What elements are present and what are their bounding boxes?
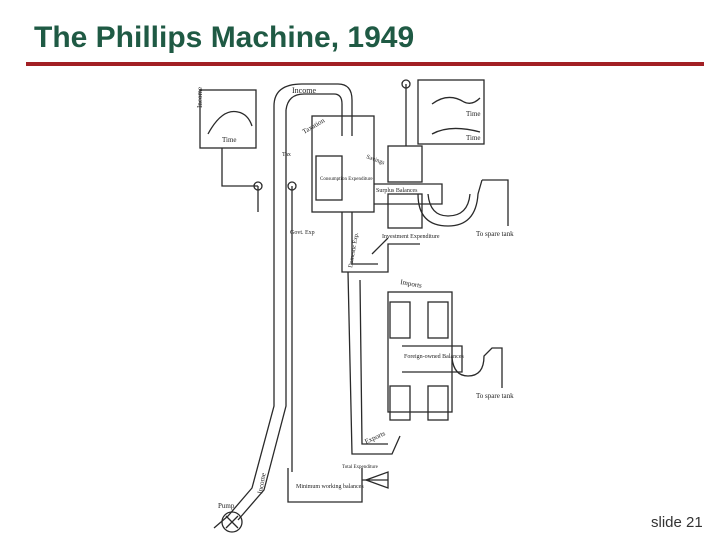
outlet-valve <box>364 471 389 489</box>
label-exports: Exports <box>363 429 386 446</box>
overflow-spout-1 <box>482 179 509 226</box>
slide-number: slide 21 <box>651 514 703 531</box>
imports-gauge-left <box>389 301 411 339</box>
tax-consumption-column <box>311 115 375 213</box>
tax-chart-curve <box>431 96 481 105</box>
label-consumption: Consumption Expenditure <box>320 177 373 182</box>
label-time-right-bottom: Time <box>466 134 481 142</box>
exports-channel-outer <box>347 271 401 455</box>
label-spare-tank-1: To spare tank <box>476 230 514 238</box>
title-rule <box>26 62 704 66</box>
phillips-machine-diagram: Income Income Time Time Time Taxation Sa… <box>196 79 514 533</box>
foreign-balances-tank <box>402 345 463 373</box>
investment-valve <box>371 237 389 255</box>
label-surplus-balances: Surplus Balances <box>376 188 418 194</box>
exports-chart-curve <box>431 127 481 135</box>
income-arch-inner <box>285 93 343 136</box>
label-total-expenditure: Total Expenditure <box>342 465 379 470</box>
income-arch-outer <box>273 83 353 136</box>
label-imports: Imports <box>400 278 423 290</box>
left-channel-inner <box>237 110 287 521</box>
label-govt-exp: Govt. Exp <box>290 230 315 236</box>
label-pump: Pump <box>218 502 235 510</box>
surplus-tank <box>374 183 443 205</box>
minimum-balances-tank <box>287 468 363 503</box>
exports-gauge-right <box>427 385 449 421</box>
imports-exports-column <box>387 291 453 413</box>
spare-tank-channel-1-inner <box>427 193 471 217</box>
left-channel-outer <box>213 106 275 529</box>
spare-tank-channel-2 <box>451 347 503 388</box>
label-savings: Savings <box>365 154 386 166</box>
tax-chart-box <box>417 79 485 145</box>
investment-gauge <box>387 193 423 229</box>
control-cables <box>221 84 407 472</box>
label-domestic-exp: Domestic Exp. <box>348 232 360 269</box>
income-chart-curve <box>207 110 253 135</box>
label-tax: Tax <box>282 152 291 158</box>
label-spare-tank-2: To spare tank <box>476 392 514 400</box>
label-time-right-top: Time <box>466 110 481 118</box>
imports-gauge-right <box>427 301 449 339</box>
label-foreign-balances: Foreign-owned Balances <box>404 354 464 360</box>
slide-title: The Phillips Machine, 1949 <box>34 21 415 54</box>
consumption-gauge <box>315 155 343 201</box>
label-income-top: Income <box>292 86 316 95</box>
label-income-axis: Income <box>196 87 204 108</box>
label-time-left: Time <box>222 136 237 144</box>
label-minimum-balances: Minimum working balances <box>296 484 364 490</box>
exports-channel-inner <box>359 279 388 445</box>
expenditure-channel <box>341 212 420 273</box>
spare-tank-channel-1 <box>417 179 483 227</box>
label-income-bottom: Income <box>256 472 268 494</box>
exports-gauge-left <box>389 385 411 421</box>
income-chart-box <box>199 89 257 149</box>
label-investment: Investment Expenditure <box>382 234 440 240</box>
expenditure-channel-inner <box>351 212 378 265</box>
pump-wheel <box>221 511 243 533</box>
pump-blades <box>225 515 239 529</box>
savings-gauge <box>387 145 423 183</box>
label-taxation: Taxation <box>301 116 327 135</box>
